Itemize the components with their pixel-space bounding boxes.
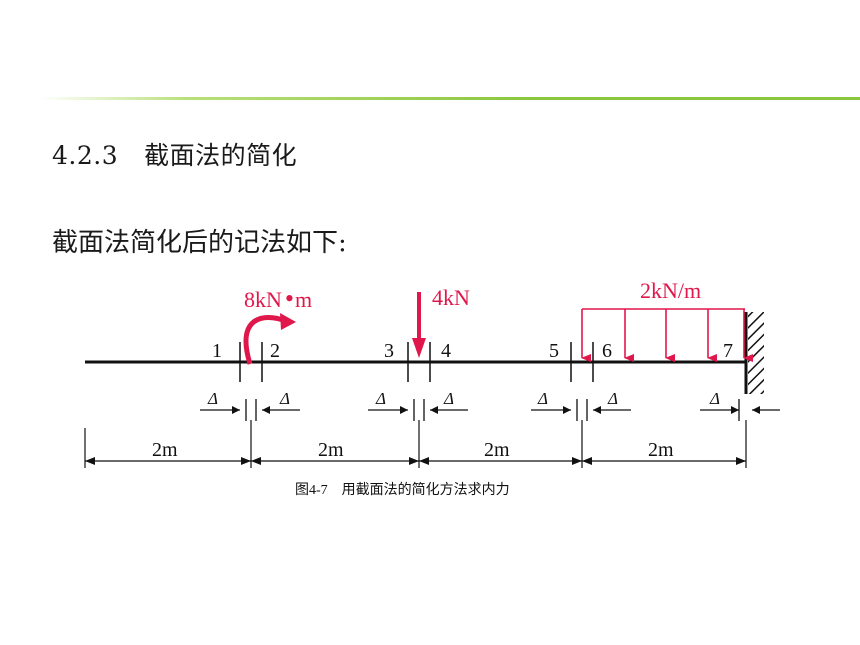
delta-label: Δ — [375, 389, 386, 408]
intro-text: 截面法简化后的记法如下: — [52, 228, 347, 258]
section-number-1: 1 — [212, 340, 222, 362]
section-heading: 4.2.3 截面法的简化 — [52, 136, 297, 172]
span-label-2: 2m — [318, 439, 344, 461]
delta-label: Δ — [207, 389, 218, 408]
section-number-5: 5 — [549, 340, 559, 362]
span-label-1: 2m — [152, 439, 178, 461]
section-number-6: 6 — [602, 340, 612, 362]
point-load-label: 4kN — [432, 285, 470, 310]
delta-label: Δ — [607, 389, 618, 408]
figure-caption: 图4-7 用截面法的简化方法求内力 — [295, 481, 510, 498]
point-load: 4kN — [412, 285, 470, 358]
header-divider — [40, 97, 860, 100]
moment-load: 8kN•m — [243, 284, 312, 365]
section-number-7: 7 — [723, 340, 733, 362]
delta-label: Δ — [709, 389, 720, 408]
span-label-3: 2m — [484, 439, 510, 461]
span-label-4: 2m — [648, 439, 674, 461]
section-number-3: 3 — [384, 340, 394, 362]
delta-label: Δ — [537, 389, 548, 408]
moment-label: 8kN•m — [244, 284, 312, 313]
delta-offsets — [200, 399, 780, 421]
delta-label: Δ — [443, 389, 454, 408]
section-cuts — [239, 342, 594, 382]
fixed-support — [744, 312, 764, 394]
section-number: 4.2.3 — [52, 141, 119, 170]
section-number-4: 4 — [441, 340, 451, 362]
distributed-load: 2kN/m — [581, 278, 753, 362]
section-title: 截面法的简化 — [144, 141, 298, 170]
distributed-load-label: 2kN/m — [640, 278, 701, 303]
dimension-lines — [84, 420, 747, 468]
delta-label: Δ — [279, 389, 290, 408]
section-number-2: 2 — [270, 340, 280, 362]
